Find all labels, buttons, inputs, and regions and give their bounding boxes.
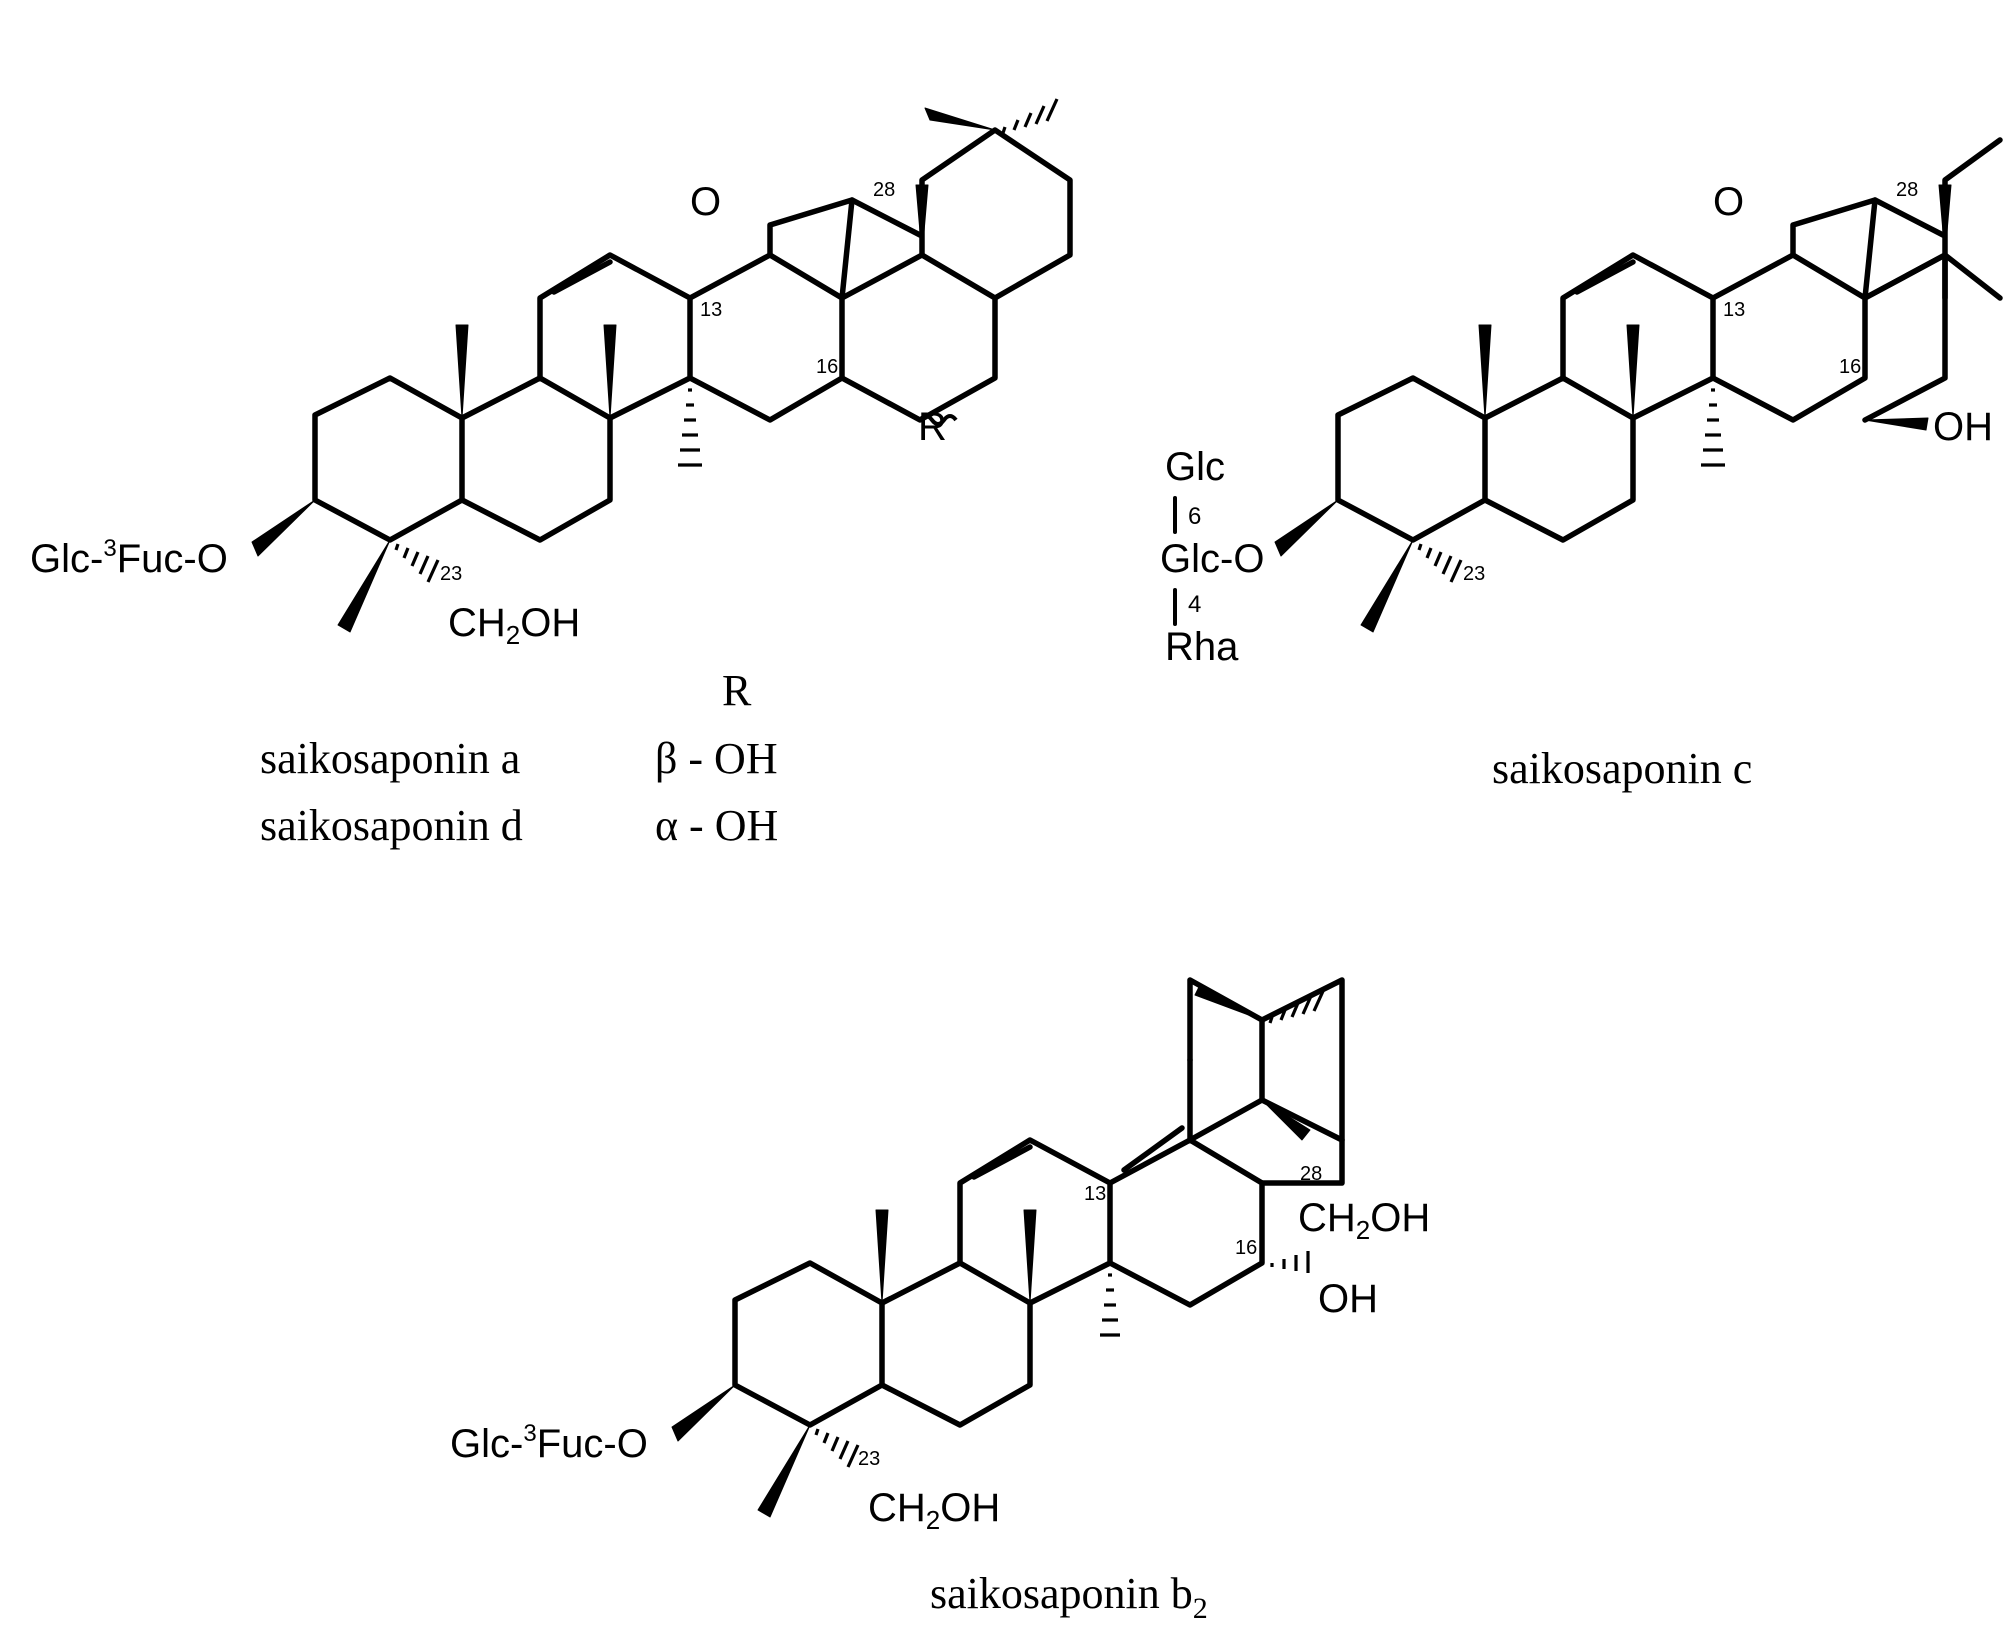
ch2oh-label: CH2OH xyxy=(448,601,580,650)
carbon-23-number-c: 23 xyxy=(1463,563,1485,585)
saikosaponin-b2-caption: saikosaponin b2 xyxy=(930,1569,1208,1625)
carbon-16-number-c: 16 xyxy=(1839,356,1861,378)
carbon-23-number-b2: 23 xyxy=(858,1448,880,1470)
ether-oxygen-label: O xyxy=(690,180,721,224)
r-table-header: R xyxy=(722,666,752,715)
rha-label: Rha xyxy=(1165,625,1239,669)
carbon-28-number-b2: 28 xyxy=(1300,1163,1322,1185)
saikosaponin-d-r-value: α - OH xyxy=(655,801,778,850)
oh-16-label-b2: OH xyxy=(1318,1277,1378,1321)
saikosaponin-a-name: saikosaponin a xyxy=(260,734,520,783)
carbon-13-number-b2: 13 xyxy=(1084,1183,1106,1205)
oh-16-label-c: OH xyxy=(1933,405,1993,449)
structure-saikosaponin-b2: Glc-3Fuc-O CH2OH CH2OH OH 13 16 23 28 sa… xyxy=(450,977,1430,1625)
r-substituent-label: R xyxy=(918,405,947,449)
glc-fuc-label-b2: Glc-3Fuc-O xyxy=(450,1420,648,1466)
saikosaponin-c-caption: saikosaponin c xyxy=(1492,744,1752,793)
carbon-16-number-b2: 16 xyxy=(1235,1237,1257,1259)
saikosaponin-a-r-value: β - OH xyxy=(655,734,778,783)
structure-saikosaponin-c: Glc Glc-O 6 4 Rha O OH 13 16 23 28 saiko… xyxy=(1160,137,2003,793)
glc-top-label: Glc xyxy=(1165,445,1225,489)
carbon-28-number: 28 xyxy=(873,179,895,201)
glc-fuc-label: Glc-3Fuc-O xyxy=(30,535,228,581)
carbon-13-number-c: 13 xyxy=(1723,299,1745,321)
saikosaponin-d-name: saikosaponin d xyxy=(260,801,523,850)
ch2oh-23-label-b2: CH2OH xyxy=(868,1486,1000,1535)
linkage-4-label: 4 xyxy=(1188,591,1201,618)
ch2oh-28-label-b2: CH2OH xyxy=(1298,1196,1430,1245)
carbon-16-number: 16 xyxy=(816,356,838,378)
carbon-28-number-c: 28 xyxy=(1896,179,1918,201)
structure-saikosaponin-a-d: Glc-3Fuc-O CH2OH O R 13 16 23 28 R saiko… xyxy=(30,98,1073,850)
ether-oxygen-label-c: O xyxy=(1713,180,1744,224)
glc-o-label: Glc-O xyxy=(1160,537,1264,581)
linkage-6-label: 6 xyxy=(1188,503,1201,530)
carbon-13-number: 13 xyxy=(700,299,722,321)
carbon-23-number: 23 xyxy=(440,563,462,585)
